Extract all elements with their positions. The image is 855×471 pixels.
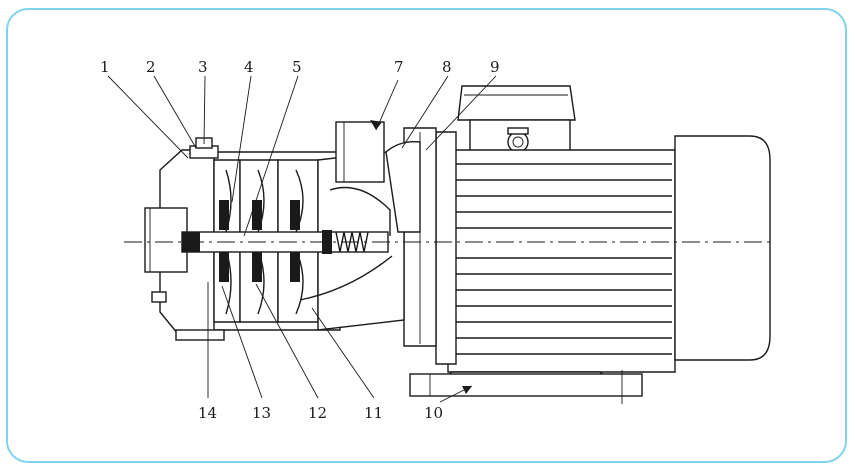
part-label-10: 10 — [424, 404, 443, 422]
part-label-8: 8 — [442, 58, 452, 76]
pump-casing — [144, 121, 421, 341]
part-labels: 1 2 3 4 5 7 8 9 10 11 12 13 14 — [100, 58, 500, 422]
cooling-fins — [455, 163, 672, 355]
leader-lines — [107, 75, 497, 403]
motor — [403, 85, 771, 404]
part-label-5: 5 — [292, 58, 302, 76]
part-label-13: 13 — [252, 404, 271, 422]
part-label-9: 9 — [490, 58, 500, 76]
part-label-11: 11 — [364, 404, 383, 422]
part-label-14: 14 — [198, 404, 217, 422]
part-label-1: 1 — [100, 58, 110, 76]
part-label-4: 4 — [244, 58, 254, 76]
part-label-7: 7 — [394, 58, 404, 76]
part-label-12: 12 — [308, 404, 327, 422]
part-label-2: 2 — [146, 58, 156, 76]
part-label-3: 3 — [198, 58, 208, 76]
